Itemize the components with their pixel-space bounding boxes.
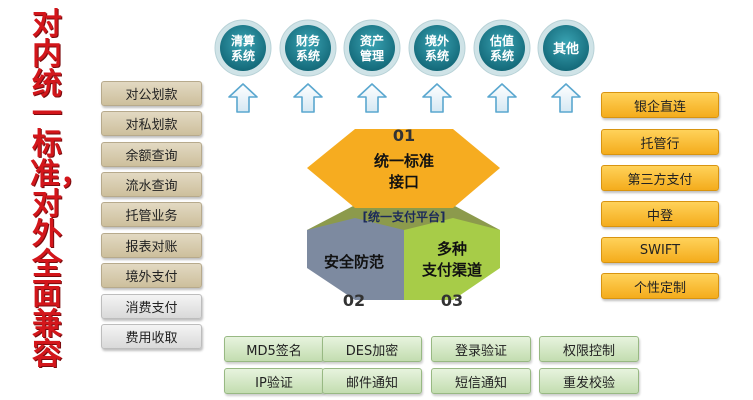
up-arrow-icon: [551, 83, 581, 113]
right-item: 第三方支付: [601, 165, 719, 191]
left-item: 对私划款: [101, 111, 202, 136]
hex-top-line1: 统一标准: [374, 152, 434, 170]
system-node-2-line1: 财务: [295, 33, 321, 48]
security-item: IP验证: [224, 368, 324, 394]
system-node-1-line1: 清算: [231, 33, 255, 48]
hex-right-number: 03: [441, 291, 463, 310]
hex-left-number: 02: [343, 291, 365, 310]
left-item: 托管业务: [101, 202, 202, 227]
right-item: SWIFT: [601, 237, 719, 263]
hex-top: [307, 129, 500, 208]
left-item: 报表对账: [101, 233, 202, 258]
system-node-1: 清算 系统: [214, 19, 272, 77]
up-arrow-icon: [422, 83, 452, 113]
system-node-3-line1: 资产: [360, 33, 384, 48]
system-node-5-line2: 系统: [490, 48, 514, 63]
left-item: 余额查询: [101, 142, 202, 167]
right-item: 银企直连: [601, 92, 719, 118]
hex-left-line1: 安全防范: [324, 253, 384, 271]
system-node-3: 资产 管理: [343, 19, 401, 77]
hex-left: [307, 218, 404, 300]
system-node-6-line1: 其他: [553, 41, 579, 57]
security-item: 短信通知: [431, 368, 531, 394]
left-item: 流水查询: [101, 172, 202, 197]
up-arrow-icon: [293, 83, 323, 113]
right-item: 个性定制: [601, 273, 719, 299]
left-item: 境外支付: [101, 263, 202, 288]
right-item: 托管行: [601, 129, 719, 155]
hex-right-line1: 多种: [437, 240, 467, 258]
system-node-3-line2: 管理: [360, 48, 384, 63]
security-item: 重发校验: [539, 368, 639, 394]
system-node-2-line2: 系统: [296, 48, 320, 63]
left-item: 费用收取: [101, 324, 202, 349]
security-item: 登录验证: [431, 336, 531, 362]
system-node-4-line1: 境外: [425, 33, 449, 48]
security-item: 邮件通知: [322, 368, 422, 394]
system-node-4: 境外 系统: [408, 19, 466, 77]
security-item: MD5签名: [224, 336, 324, 362]
system-node-5: 估值 系统: [473, 19, 531, 77]
right-item: 中登: [601, 201, 719, 227]
up-arrow-icon: [357, 83, 387, 113]
up-arrow-icon: [228, 83, 258, 113]
system-node-6: 其他: [537, 19, 595, 77]
hex-top-line2: 接口: [389, 173, 419, 191]
platform-hexagon: 01 统一标准 接口 [统一支付平台] 安全防范 02 多种 支付渠道 03: [307, 126, 500, 310]
security-item: 权限控制: [539, 336, 639, 362]
system-node-4-line2: 系统: [425, 48, 449, 63]
security-item: DES加密: [322, 336, 422, 362]
hex-center-label: [统一支付平台]: [363, 209, 446, 224]
system-node-1-line2: 系统: [231, 48, 255, 63]
system-node-2: 财务 系统: [279, 19, 337, 77]
left-item: 消费支付: [101, 294, 202, 319]
hex-right-line2: 支付渠道: [421, 261, 482, 279]
left-item: 对公划款: [101, 81, 202, 106]
hex-right: [404, 218, 500, 300]
system-node-5-line1: 估值: [489, 33, 514, 48]
up-arrow-icon: [487, 83, 517, 113]
hex-top-number: 01: [393, 126, 415, 145]
